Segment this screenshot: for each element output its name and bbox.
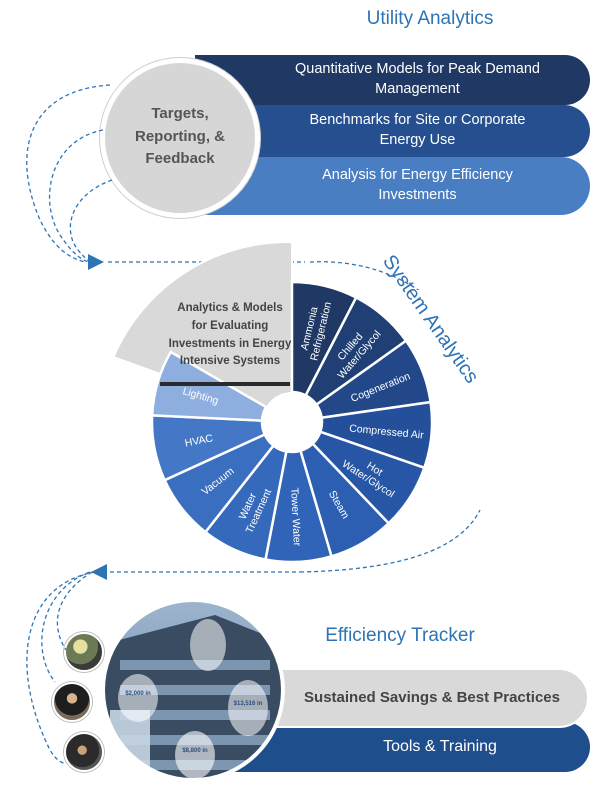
center-underline [160,382,290,386]
arrow-to-system-icon [88,254,104,270]
wheel-center-line4: Intensive Systems [179,355,281,368]
targets-circle-text: Targets, Reporting, & Feedback [105,103,255,171]
wheel-label-tower-water: Tower Water [288,487,303,547]
utility-analytics-title: Utility Analytics [366,8,494,29]
bubble-chilled-water: $13,516 in [234,701,263,707]
band-peak-demand-line1: Quantitative Models for Peak Demand [294,61,540,78]
band-benchmarks: Benchmarks for Site or Corporate Energy … [195,105,590,157]
photo-workers [64,632,104,672]
bubble-hvac: $8,800 in [182,748,208,754]
targets-line2: Reporting, & [135,127,225,145]
tools-training-label: Tools & Training [383,738,497,756]
wheel-label-hvac: HVAC [184,432,215,449]
arrow-to-efficiency-icon [91,564,107,580]
targets-line3: Feedback [145,150,215,167]
wheel-center-line1: Analytics & Models [177,302,283,314]
wheel-center-text: Analytics & Models for Evaluating Invest… [160,300,300,371]
band-efficiency-line1: Analysis for Energy Efficiency [322,167,513,184]
efficiency-tracker-title: Efficiency Tracker [325,625,475,646]
system-connector-lines [91,509,481,580]
band-efficiency-investments: Analysis for Energy Efficiency Investmen… [195,157,590,215]
band-tools-training: Tools & Training [220,722,590,772]
building-photo: $2,000 in $13,516 in $8,800 in [101,598,285,782]
wheel-hub [262,392,322,452]
bubble-compressed-air: $2,000 in [125,691,151,697]
photo-meeting [52,682,92,722]
efficiency-connector-lines [26,571,96,765]
targets-circle [100,58,260,218]
band-benchmarks-line1: Benchmarks for Site or Corporate [309,112,526,129]
targets-line1: Targets, [151,105,209,122]
center-slice [112,240,293,413]
band-peak-demand-line2: Management [375,81,460,97]
band-peak-demand: Quantitative Models for Peak Demand Mana… [195,55,590,105]
sustained-savings-label: Sustained Savings & Best Practices [304,688,560,706]
wheel-center-line2: for Evaluating [191,319,269,332]
band-efficiency-line2: Investments [378,187,457,203]
wheel-center-line3: Investments in Energy [168,337,292,350]
photo-training [64,732,104,772]
band-benchmarks-line2: Energy Use [379,132,456,148]
